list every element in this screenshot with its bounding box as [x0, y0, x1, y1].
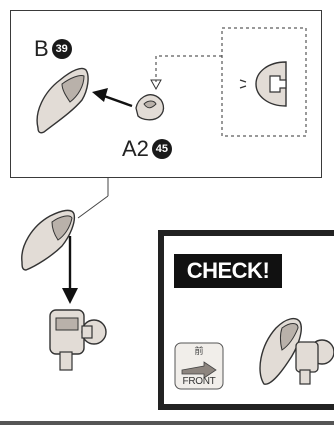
- arrow-down-icon: [62, 236, 78, 304]
- check-armor-illustration: [164, 236, 334, 410]
- check-panel: CHECK! 前 FRONT: [158, 230, 334, 410]
- page-bottom-rule: [0, 421, 334, 425]
- arrow-right-icon: [92, 88, 132, 106]
- part-b-illustration: [37, 68, 88, 132]
- detail-callout: [151, 28, 306, 136]
- check-panel-inner: CHECK! 前 FRONT: [164, 236, 334, 404]
- connector-line-diagonal: [78, 196, 108, 218]
- joint-piece-illustration: [50, 310, 106, 370]
- part-a2-illustration: [136, 95, 163, 120]
- armor-piece-illustration: [22, 210, 75, 270]
